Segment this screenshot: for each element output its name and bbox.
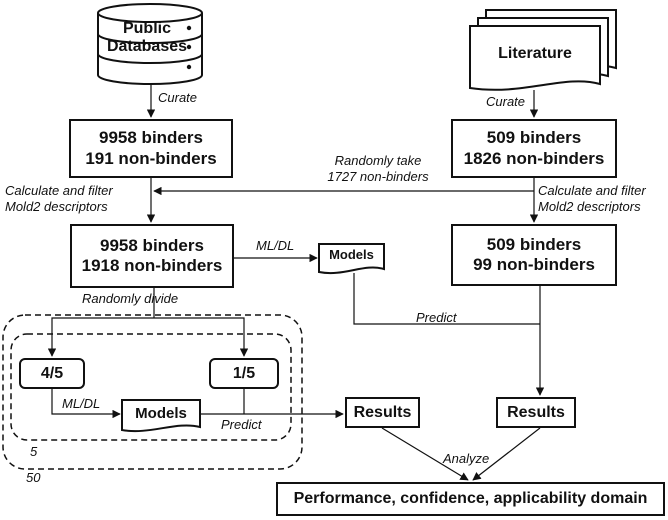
literature-documents-icon [469, 9, 617, 91]
random-take-line2: 1727 non-binders [327, 168, 429, 184]
external-line1: 509 binders [486, 234, 582, 254]
right-curated-line2: 1826 non-binders [463, 148, 605, 168]
right-curated-line1: 509 binders [486, 128, 582, 148]
left-curated-line1: 9958 binders [99, 128, 203, 148]
calc-left-line2: Mold2 descriptors [5, 198, 108, 214]
calc-right-line1: Calculate and filter [538, 183, 646, 198]
arrow-divide-train [47, 317, 154, 357]
arrow-analyze-right [472, 427, 541, 481]
literature-label: Literature [498, 45, 572, 62]
public-databases-line1: Public [122, 20, 171, 37]
label-curate-right: Curate [486, 94, 526, 109]
models-cv-label: Models [135, 405, 187, 422]
box-left-curated: 9958 binders 191 non-binders [69, 119, 233, 178]
box-training-set: 9958 binders 1918 non-binders [70, 224, 234, 288]
label-mldl-cv: ML/DL [62, 396, 101, 411]
label-loop-outer: 50 [26, 470, 41, 485]
models-top-label: Models [329, 247, 374, 262]
public-databases-label: Public Databases [106, 20, 188, 57]
label-analyze: Analyze [443, 451, 490, 466]
label-predict-top: Predict [416, 310, 457, 325]
loop-inner-dashed [10, 333, 292, 441]
models-top-shape [318, 243, 385, 275]
label-mldl-top: ML/DL [256, 238, 295, 253]
training-line1: 9958 binders [100, 235, 204, 255]
arrow-mldl-cv [51, 389, 121, 419]
box-fold-test: 1/5 [209, 358, 279, 389]
database-icon [97, 3, 203, 85]
left-curated-line2: 191 non-binders [85, 148, 217, 168]
box-results-cv: Results [345, 397, 420, 428]
loop-outer-dashed [2, 314, 303, 470]
calc-left-line1: Calculate and filter [5, 183, 113, 198]
calc-right-line2: Mold2 descriptors [538, 198, 641, 214]
label-randomly-divide: Randomly divide [82, 291, 179, 306]
arrow-analyze-left [381, 427, 469, 481]
training-line2: 1918 non-binders [81, 256, 223, 275]
box-external-set: 509 binders 99 non-binders [451, 224, 617, 286]
label-calc-right: Calculate and filter Mold2 descriptors [538, 183, 646, 214]
label-curate-left: Curate [158, 90, 198, 105]
label-calc-left: Calculate and filter Mold2 descriptors [5, 183, 113, 214]
external-line2: 99 non-binders [473, 255, 595, 274]
box-fold-train: 4/5 [19, 358, 85, 389]
public-databases-line2: Databases [106, 38, 188, 56]
label-predict-cv: Predict [221, 417, 262, 432]
box-results-ext: Results [496, 397, 576, 428]
label-loop-inner: 5 [30, 444, 38, 459]
arrow-divide-test [154, 317, 249, 357]
box-final-performance: Performance, confidence, applicability d… [276, 482, 665, 516]
arrow-predict-top [353, 273, 540, 325]
random-take-line1: Randomly take [334, 153, 422, 168]
models-cv-shape [121, 399, 201, 433]
label-random-take: Randomly take 1727 non-binders [308, 153, 448, 184]
box-right-curated: 509 binders 1826 non-binders [451, 119, 617, 178]
